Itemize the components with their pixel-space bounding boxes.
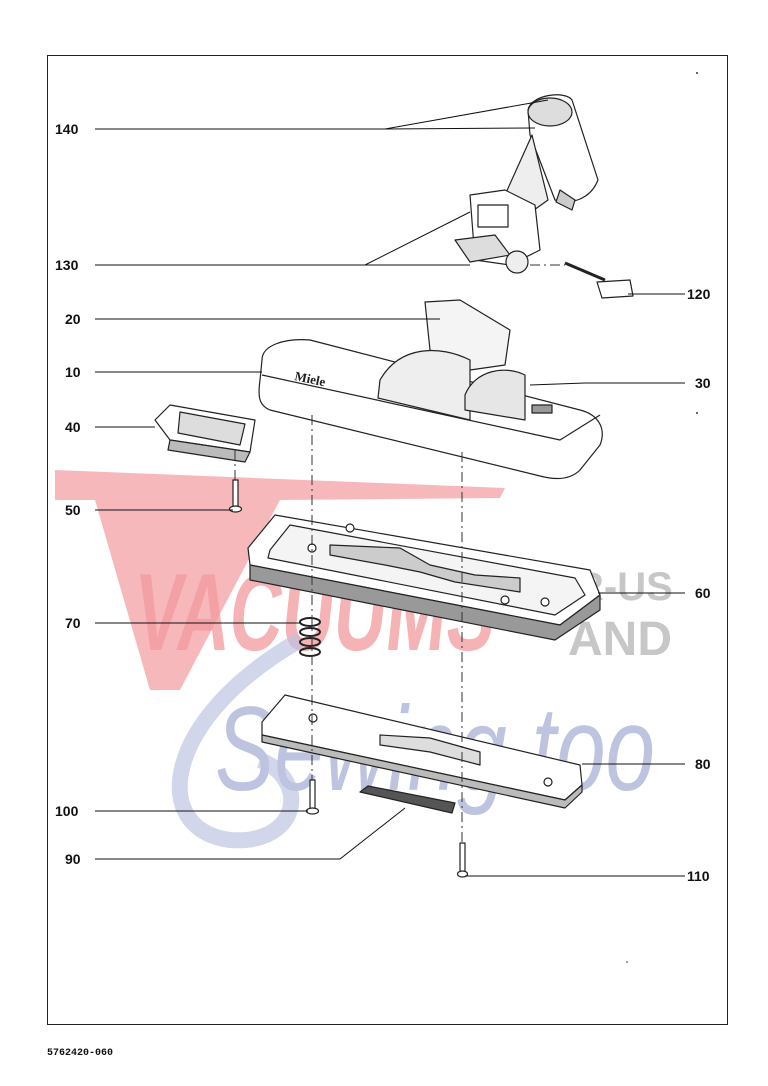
sole-plate-drawing <box>261 694 583 809</box>
nozzle-housing-drawing: Miele <box>258 299 603 480</box>
callout-140: 140 <box>55 121 79 137</box>
scan-specks <box>626 72 698 963</box>
leader-30 <box>529 382 685 386</box>
watermark-swash <box>171 633 304 849</box>
callout-10: 10 <box>65 364 81 380</box>
callout-40: 40 <box>65 419 81 435</box>
callout-70: 70 <box>65 615 81 631</box>
leader-lines <box>95 99 685 877</box>
callout-120: 120 <box>687 286 711 302</box>
callout-80: 80 <box>695 756 711 772</box>
screw-110-drawing <box>456 842 469 878</box>
assembly-axis-lines <box>234 264 565 843</box>
watermark-v-shape <box>55 470 505 690</box>
insert-frame-drawing <box>154 404 256 463</box>
housing-brand-label: Miele <box>293 368 327 389</box>
callout-50: 50 <box>65 502 81 518</box>
leader-140 <box>95 99 549 130</box>
callout-110: 110 <box>687 868 710 884</box>
callout-90: 90 <box>65 851 81 867</box>
callout-100: 100 <box>55 803 79 819</box>
neck-joint-drawing <box>454 189 541 274</box>
callout-130: 130 <box>55 257 79 273</box>
callout-labels: 140 130 120 20 10 30 40 50 60 70 80 100 … <box>55 121 711 884</box>
callout-60: 60 <box>695 585 711 601</box>
callout-20: 20 <box>65 311 81 327</box>
rubber-strip-drawing <box>359 785 456 814</box>
watermark-line3: AND <box>568 613 672 666</box>
brush-strip-plate-drawing <box>247 514 601 641</box>
leader-130 <box>95 211 471 266</box>
diagram-frame <box>47 55 728 1025</box>
document-number: 5762420-060 <box>47 1048 114 1059</box>
axle-pin-drawing <box>564 261 634 299</box>
leader-90 <box>95 807 406 860</box>
spring-drawing <box>299 617 321 657</box>
swivel-neck-drawing <box>504 94 599 221</box>
callout-30: 30 <box>695 375 711 391</box>
